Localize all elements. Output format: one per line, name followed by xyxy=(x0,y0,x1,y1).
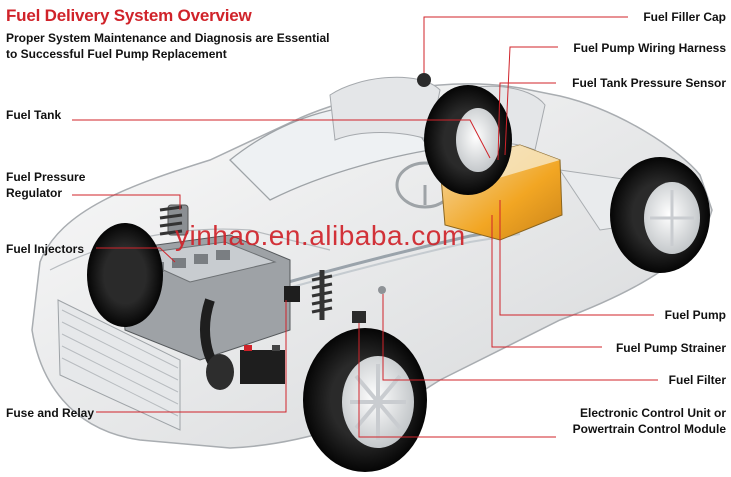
leader-fuel-pressure-regulator xyxy=(72,194,181,210)
wheel-front-right xyxy=(303,328,427,472)
label-ecu-line-2: Powertrain Control Module xyxy=(572,422,726,436)
label-fuel-pressure-regulator-line-1: Fuel Pressure xyxy=(6,170,86,184)
label-fuel-pressure-regulator-line-2: Regulator xyxy=(6,186,63,200)
filler-cap-shape xyxy=(417,73,431,87)
diagram-subtitle: Proper System Maintenance and Diagnosis … xyxy=(6,30,386,62)
wheel-rear-left xyxy=(424,85,512,195)
leader-fuse-relay xyxy=(96,300,287,413)
front-spring xyxy=(159,205,183,236)
leader-ecu xyxy=(358,323,556,438)
label-fuse-and-relay: Fuse and Relay xyxy=(6,406,95,420)
leader-fuel-injectors xyxy=(96,247,176,263)
diagram-title: Fuel Delivery System Overview xyxy=(6,6,252,25)
leader-fuel-pump-strainer xyxy=(491,215,602,348)
leader-tank-pressure-sensor xyxy=(497,82,556,161)
relay-shape xyxy=(284,286,300,302)
label-fuel-injectors: Fuel Injectors xyxy=(6,242,85,256)
subtitle-line-2: to Successful Fuel Pump Replacement xyxy=(6,47,227,61)
subtitle-line-1: Proper System Maintenance and Diagnosis … xyxy=(6,31,330,45)
leader-lines xyxy=(72,16,658,438)
leader-fuel-filler-cap xyxy=(423,16,628,73)
label-ecu-pcm: Electronic Control Unit or Powertrain Co… xyxy=(573,405,726,437)
label-fuel-pump-strainer: Fuel Pump Strainer xyxy=(615,341,726,355)
label-fuel-tank: Fuel Tank xyxy=(6,108,62,122)
label-fuel-pump: Fuel Pump xyxy=(664,308,726,322)
label-fuel-filler-cap: Fuel Filler Cap xyxy=(643,10,726,24)
label-fuel-pressure-regulator: Fuel Pressure Regulator xyxy=(6,169,85,201)
suspension-spring xyxy=(311,270,333,320)
label-fuel-pump-wiring-harness: Fuel Pump Wiring Harness xyxy=(573,41,726,55)
ecu-shape xyxy=(352,311,366,323)
engine-shape xyxy=(119,204,291,390)
leader-fuel-tank xyxy=(72,119,491,159)
wheel-rear-right xyxy=(610,157,710,273)
wheel-front-left xyxy=(87,223,163,327)
watermark-text: yinhao.en.alibaba.com xyxy=(175,220,466,251)
leader-fuel-filter xyxy=(382,294,658,381)
battery-shape xyxy=(240,345,285,384)
label-fuel-filter: Fuel Filter xyxy=(668,373,726,387)
leader-fuel-pump xyxy=(499,200,654,316)
fuel-filter-shape xyxy=(378,286,386,294)
label-ecu-line-1: Electronic Control Unit or xyxy=(579,406,726,420)
label-fuel-tank-pressure-sensor: Fuel Tank Pressure Sensor xyxy=(572,76,726,90)
leader-wiring-harness xyxy=(504,46,558,156)
